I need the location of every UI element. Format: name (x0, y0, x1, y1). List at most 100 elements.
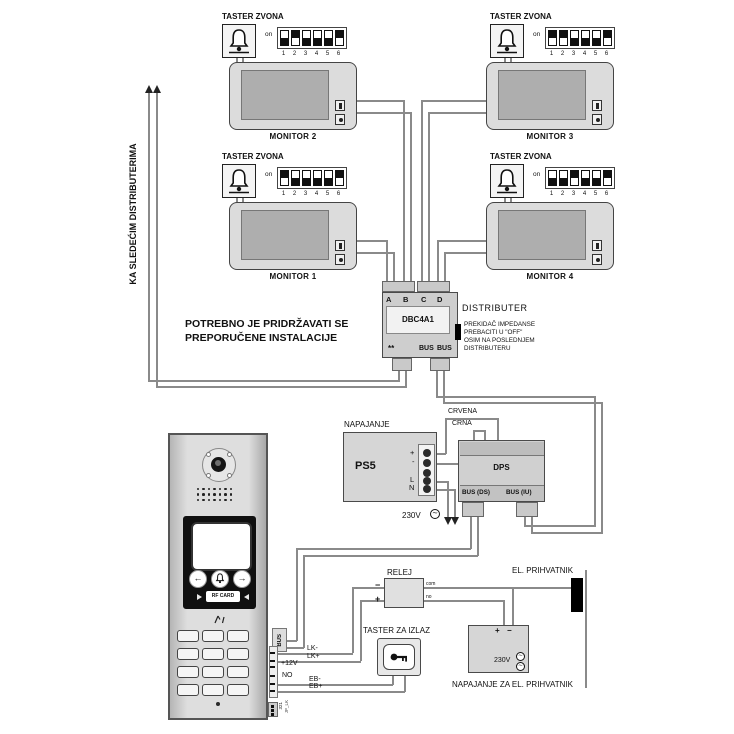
keypad-button (177, 684, 199, 696)
wire (484, 430, 486, 443)
wire (392, 676, 394, 685)
wire (504, 56, 506, 64)
strike-psu-label: NAPAJANJE ZA EL. PRIHVATNIK (452, 680, 573, 689)
dip-switch (545, 167, 615, 189)
wire (512, 587, 514, 626)
dip-number: 5 (593, 191, 598, 197)
wire (357, 240, 387, 242)
dip-on-label: on (533, 171, 541, 178)
dip-switch (277, 27, 347, 49)
speaker-grille-hole (207, 498, 211, 502)
wire (360, 600, 385, 602)
up-arrow-icon (152, 85, 161, 93)
strike-psu-voltage: 230V (494, 657, 511, 664)
notice-line2: PREPORUČENE INSTALACIJE (185, 332, 338, 344)
panel-12v-label: +12V (281, 660, 298, 667)
speaker-grille-hole (202, 487, 205, 491)
panel-no-label: NO (282, 672, 293, 679)
speaker-grille-hole (213, 493, 216, 496)
dip-switch-lever (548, 170, 557, 186)
dip-number: 4 (314, 191, 319, 197)
keypad-button (202, 684, 224, 696)
bus-label-1: BUS (419, 345, 434, 352)
exit-button-label: TASTER ZA IZLAZ (363, 626, 430, 635)
wire (296, 548, 471, 550)
monitor-label: MONITOR 2 (269, 132, 317, 141)
monitor-1: MONITOR 1 (229, 202, 357, 282)
strike-psu-plus: + (495, 626, 500, 635)
bell-button-label: TASTER ZVONA (490, 152, 552, 161)
dip-number: 5 (325, 51, 330, 57)
monitor-2: MONITOR 2 (229, 62, 357, 142)
keypad-button (227, 684, 249, 696)
speaker-grille-hole (196, 487, 200, 491)
wire (278, 653, 353, 655)
notice-line1: POTREBNO JE PRIDRŽAVATI SE (185, 318, 349, 330)
relay-com-label: com (426, 581, 436, 587)
wire (156, 386, 407, 388)
wire (398, 371, 400, 381)
speaker-icon (197, 593, 202, 600)
psu-label: NAPAJANJE (344, 420, 390, 429)
wire (504, 196, 506, 204)
wire (393, 252, 395, 282)
wire (352, 587, 385, 589)
wire (444, 252, 446, 282)
dip-number: 6 (336, 191, 341, 197)
relay-no-label: no (426, 594, 432, 600)
dip-number: 2 (292, 191, 297, 197)
impedance-switch (455, 324, 461, 340)
wire (510, 196, 512, 204)
monitor-screen (498, 70, 586, 120)
speaker-grille-hole (224, 487, 227, 491)
bell-icon (490, 24, 524, 58)
dip-number: 4 (582, 51, 587, 57)
speaker-grille-hole (207, 493, 211, 496)
unlock-icon (592, 114, 602, 125)
monitor-label: MONITOR 3 (526, 132, 574, 141)
dip-switch-lever (313, 170, 322, 186)
psu-minus-label: - (412, 457, 415, 466)
terminal-b: B (403, 295, 409, 304)
wire (497, 418, 499, 443)
jumper-block (268, 702, 278, 717)
distributor-title: DISTRIBUTER (462, 303, 528, 313)
dip-on-label: on (265, 171, 273, 178)
wire (424, 587, 572, 589)
speaker-icon (244, 593, 249, 600)
dip-switch-lever (302, 30, 311, 46)
wire (148, 92, 150, 381)
wire (403, 100, 405, 282)
panel-terminal-strip (269, 646, 278, 698)
wire (437, 240, 486, 242)
speaker-grille-hole (224, 498, 227, 502)
dip-switch-lever (335, 30, 344, 46)
speaker-grille-hole (218, 498, 222, 502)
psu-n-label: N (409, 483, 415, 492)
wire (436, 396, 596, 398)
key-icon (390, 653, 407, 662)
speaker-grille-hole (196, 498, 200, 502)
wire (531, 532, 603, 534)
wire (444, 252, 486, 254)
handset-icon (592, 240, 602, 251)
wire (430, 489, 455, 491)
unlock-icon (592, 254, 602, 265)
speaker-grille-hole (207, 487, 211, 491)
dip-switch-lever (313, 30, 322, 46)
speaker-grille-hole (213, 498, 216, 502)
dip-number: 6 (336, 51, 341, 57)
dip-number: 2 (292, 51, 297, 57)
wire (236, 56, 238, 64)
wire (404, 676, 406, 692)
keypad-button (202, 648, 224, 660)
terminal-a: A (386, 295, 392, 304)
dip-number: 1 (281, 51, 286, 57)
microphone-hole (216, 702, 220, 706)
dip-number: 3 (303, 51, 308, 57)
